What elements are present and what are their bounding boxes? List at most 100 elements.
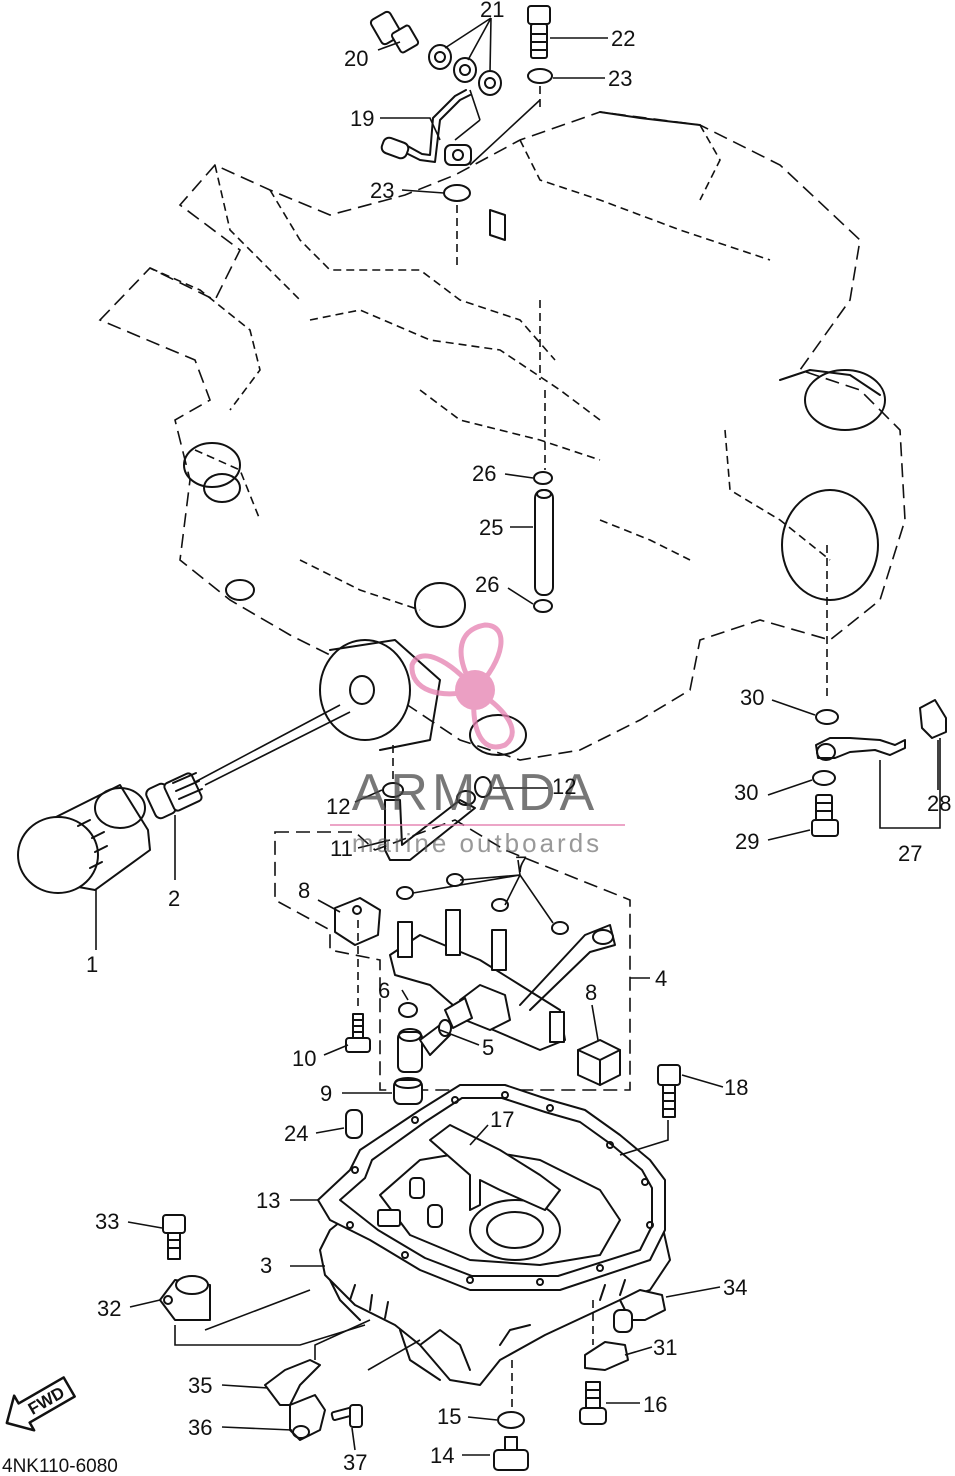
callout-33: 33 bbox=[95, 1209, 119, 1234]
callout-26-upper: 26 bbox=[472, 461, 496, 486]
washer-23-lower bbox=[443, 184, 471, 202]
callout-15: 15 bbox=[437, 1404, 461, 1429]
oil-pan-assembly bbox=[317, 1084, 671, 1386]
callout-31: 31 bbox=[653, 1335, 677, 1360]
filter-mount-boss bbox=[319, 639, 411, 741]
oil-pressure-switch-group bbox=[811, 545, 947, 837]
oil-filter-assembly bbox=[17, 639, 441, 894]
drain-bolt-14 bbox=[493, 1436, 529, 1471]
callout-18: 18 bbox=[724, 1075, 748, 1100]
callout-37: 37 bbox=[343, 1450, 367, 1475]
o-ring-26-upper bbox=[533, 471, 553, 485]
o-ring-7a bbox=[396, 886, 414, 900]
oil-delivery-pipe-19 bbox=[380, 89, 472, 166]
callout-17: 17 bbox=[490, 1107, 514, 1132]
callout-leaders bbox=[95, 17, 941, 1456]
callout-28: 28 bbox=[927, 791, 951, 816]
washer-23-top bbox=[527, 68, 553, 84]
lead-27 bbox=[815, 737, 906, 759]
callout-10: 10 bbox=[292, 1046, 316, 1071]
plate-31 bbox=[584, 1341, 629, 1371]
bolt-33 bbox=[162, 1214, 186, 1260]
callout-24: 24 bbox=[284, 1121, 308, 1146]
o-ring-26-lower bbox=[533, 599, 553, 613]
arrow-left-icon bbox=[5, 1376, 76, 1432]
callout-9: 9 bbox=[320, 1081, 332, 1106]
callout-27: 27 bbox=[898, 841, 922, 866]
o-ring-12-left bbox=[382, 782, 404, 798]
bolt-10 bbox=[345, 1013, 371, 1053]
callout-20: 20 bbox=[344, 46, 368, 71]
oil-pipe-11 bbox=[384, 799, 476, 861]
gasket-21 bbox=[428, 44, 502, 96]
callout-13: 13 bbox=[256, 1188, 280, 1213]
o-ring-7d bbox=[551, 921, 569, 935]
oil-pipe-25-group bbox=[533, 390, 554, 613]
filter-union-2 bbox=[145, 772, 203, 820]
baffle-17 bbox=[429, 1124, 561, 1211]
fwd-direction-badge: FWD bbox=[5, 1376, 76, 1432]
callout-25: 25 bbox=[479, 515, 503, 540]
bolt-18 bbox=[657, 1064, 681, 1118]
bracket-35 bbox=[264, 1359, 321, 1406]
sensor-34 bbox=[613, 1289, 666, 1333]
bolt-22 bbox=[527, 5, 551, 59]
callout-36: 36 bbox=[188, 1415, 212, 1440]
cap-28 bbox=[919, 699, 947, 739]
oil-filter-1 bbox=[17, 784, 151, 894]
oil-pipe-11-group bbox=[382, 745, 492, 861]
oil-delivery-pipe-group bbox=[369, 5, 553, 380]
damper-8-right bbox=[577, 1039, 621, 1086]
pipe-5 bbox=[397, 1019, 452, 1073]
diagram-code: 4NK110-6080 bbox=[2, 1456, 118, 1476]
callout-1: 1 bbox=[86, 952, 98, 977]
callout-30-lower: 30 bbox=[734, 780, 758, 805]
callout-12-left: 12 bbox=[326, 794, 350, 819]
engine-block-outline bbox=[98, 111, 906, 761]
bracket-32 bbox=[159, 1275, 211, 1321]
clamp-36 bbox=[289, 1394, 326, 1441]
callout-26-lower: 26 bbox=[475, 572, 499, 597]
screw-37 bbox=[330, 1404, 363, 1428]
o-ring-7c bbox=[491, 898, 509, 912]
callout-7: 7 bbox=[515, 852, 527, 877]
callout-16: 16 bbox=[643, 1392, 667, 1417]
callout-4: 4 bbox=[655, 966, 667, 991]
dowel-24 bbox=[345, 1109, 363, 1139]
strainer-cap-9 bbox=[393, 1077, 423, 1105]
washer-30-upper bbox=[815, 709, 839, 725]
callout-14: 14 bbox=[430, 1443, 454, 1468]
oil-strainer-assembly-4 bbox=[274, 819, 631, 1091]
callout-11: 11 bbox=[330, 836, 353, 861]
callout-19: 19 bbox=[350, 106, 374, 131]
o-ring-12-right bbox=[474, 776, 492, 798]
callout-32: 32 bbox=[97, 1296, 121, 1321]
union-bolt-20 bbox=[369, 10, 420, 54]
watermark-tagline: marine outboards bbox=[352, 828, 602, 858]
callout-30-upper: 30 bbox=[740, 685, 764, 710]
o-ring-6 bbox=[398, 1002, 418, 1018]
callout-29: 29 bbox=[735, 829, 759, 854]
callout-labels: 1 2 3 4 5 6 7 8 8 9 10 11 12 12 13 14 15… bbox=[86, 0, 951, 1475]
callout-3: 3 bbox=[260, 1253, 272, 1278]
callout-8-right: 8 bbox=[585, 980, 597, 1005]
callout-5: 5 bbox=[482, 1035, 494, 1060]
drain-bolt-16 bbox=[579, 1381, 607, 1425]
gasket-15 bbox=[497, 1411, 525, 1429]
propeller-icon bbox=[409, 622, 515, 750]
callout-12-right: 12 bbox=[552, 774, 576, 799]
callout-8-left: 8 bbox=[298, 878, 310, 903]
callout-6: 6 bbox=[378, 978, 390, 1003]
bolt-29 bbox=[815, 794, 833, 822]
oil-pipe-25 bbox=[534, 489, 554, 596]
callout-2: 2 bbox=[168, 886, 180, 911]
callout-23-top: 23 bbox=[608, 66, 632, 91]
armada-watermark: ARMADA marine outboards bbox=[330, 622, 625, 858]
washer-30-lower bbox=[812, 770, 836, 786]
callout-35: 35 bbox=[188, 1373, 212, 1398]
callout-34: 34 bbox=[723, 1275, 747, 1300]
callout-23-lower: 23 bbox=[370, 178, 394, 203]
callout-22: 22 bbox=[611, 26, 635, 51]
